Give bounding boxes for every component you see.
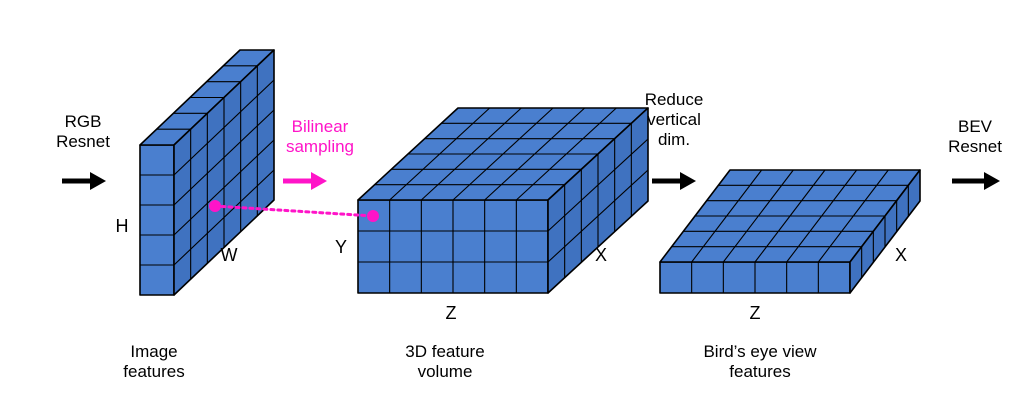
rgb-resnet-line1: RGB — [64, 112, 102, 131]
image-feature-map — [139, 49, 275, 296]
flow-arrows — [62, 172, 1000, 190]
arrow-reduce-vertical-head — [680, 172, 696, 190]
image-side-face-gridline — [173, 109, 275, 206]
reduce-line3: dim. — [657, 130, 691, 149]
bev-caption-line2: features — [729, 362, 791, 381]
rgb-resnet-label: RGB Resnet — [48, 112, 118, 152]
bilinear-sampling-link — [209, 200, 379, 222]
image-sample-point — [209, 200, 221, 212]
image-width-label: W — [220, 245, 238, 265]
volume-caption-line2: volume — [417, 362, 473, 381]
arrow-bilinear-sampling-head — [311, 172, 327, 190]
volume-caption: 3D feature volume — [365, 342, 525, 382]
bilinear-sampling-label: Bilinear sampling — [272, 117, 368, 157]
image-side-face-gridline — [173, 79, 275, 176]
image-side-face-gridline — [173, 169, 275, 266]
bev-resnet-line1: BEV — [957, 117, 993, 136]
bev-resnet-label: BEV Resnet — [940, 117, 1010, 157]
volume-z-label: Z — [445, 303, 457, 323]
rgb-resnet-line2: Resnet — [56, 132, 110, 151]
volume-right-face-gridline — [547, 138, 649, 232]
image-front-face — [139, 144, 175, 296]
bev-x-label: X — [894, 245, 907, 265]
image-caption-line2: features — [123, 362, 185, 381]
image-height-label: H — [115, 216, 129, 236]
sampling-dotted-line — [213, 204, 375, 218]
bev-feature-map — [659, 169, 921, 294]
bilinear-sampling-line2: sampling — [285, 137, 355, 156]
volume-right-face-gridline — [547, 169, 649, 263]
reduce-line2: vertical — [647, 110, 701, 129]
bilinear-sampling-line1: Bilinear — [291, 117, 349, 136]
bev-z-label: Z — [749, 303, 761, 323]
3d-feature-volume — [357, 107, 649, 294]
volume-x-label: X — [594, 245, 607, 265]
arrow-rgb-resnet-head — [90, 172, 106, 190]
image-features-caption: Image features — [74, 342, 234, 382]
image-side-face-gridline — [173, 139, 275, 236]
bev-caption-line1: Bird’s eye view — [703, 342, 817, 361]
bev-caption: Bird’s eye view features — [680, 342, 840, 382]
reduce-line1: Reduce — [644, 90, 704, 109]
volume-sample-point — [367, 210, 379, 222]
reduce-vertical-label: Reduce vertical dim. — [624, 90, 724, 150]
image-caption-line1: Image — [130, 342, 178, 361]
bev-resnet-line2: Resnet — [948, 137, 1002, 156]
volume-y-label: Y — [334, 237, 347, 257]
volume-caption-line1: 3D feature — [405, 342, 485, 361]
arrow-bev-resnet-head — [984, 172, 1000, 190]
